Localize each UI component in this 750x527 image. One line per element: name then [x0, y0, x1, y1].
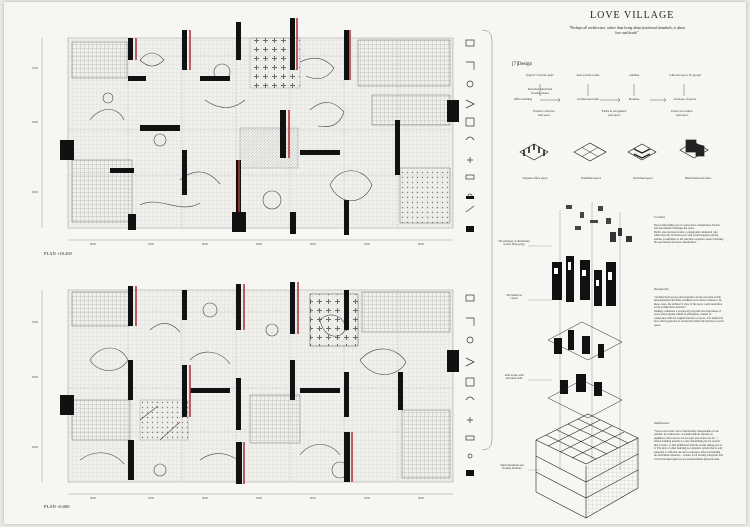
flow-step-sub: Architectural units — [576, 97, 600, 101]
text-body: "Space and events can be functionally in… — [654, 429, 723, 461]
dim-label: 9000 — [148, 496, 154, 500]
furniture-legend — [465, 39, 475, 459]
dim-label: 9000 — [32, 190, 38, 194]
flow-start: Office building — [513, 97, 533, 101]
dim-label: 9000 — [418, 242, 424, 246]
isometric-label: Deformed space — [633, 176, 653, 180]
dim-label: 9000 — [148, 242, 154, 246]
text-heading: Reciprocity — [654, 286, 669, 291]
exploded-axonometric — [528, 202, 639, 519]
isometric-label: Undefined space — [580, 176, 602, 180]
dimension-lines — [41, 38, 453, 495]
diagram-note: The envelope of disturbance (Letter Ping… — [498, 240, 530, 247]
flow-result: Exists as recognized well space — [601, 109, 627, 117]
flow-step: collective space for groups — [668, 73, 702, 77]
dim-label: 9000 — [32, 445, 38, 449]
dim-label: 5000 — [32, 320, 38, 324]
dim-label: 9000 — [90, 242, 96, 246]
dim-label: 9000 — [90, 496, 96, 500]
isometric-row — [519, 139, 709, 162]
isometric-label: Multi functional units — [684, 176, 712, 180]
text-block-corridor: Corridor Most relationships are of cours… — [654, 212, 724, 245]
dim-label: 9000 — [418, 496, 424, 500]
dim-label: 9000 — [32, 120, 38, 124]
text-block-indifference: Indifference "Space and events can be fu… — [654, 418, 724, 461]
flow-step-sub: Modules — [628, 97, 640, 101]
design-heading: [7]Design — [512, 62, 532, 67]
dim-label: 5000 — [32, 66, 38, 70]
plan-lower — [60, 282, 459, 484]
isometric-label: Original office space — [522, 176, 548, 180]
bracket-line — [481, 29, 493, 451]
flow-result: Exists as recollect well space — [671, 109, 693, 117]
dim-label: 9000 — [202, 242, 208, 246]
plan-lower-label: PLAN +6.000 — [44, 504, 70, 509]
dim-label: 9000 — [310, 496, 316, 500]
flow-step-sub: envelope of spaces — [673, 97, 697, 101]
text-heading: Corridor — [654, 214, 665, 219]
epigraph-quote: "Perhaps all architecture, rather than b… — [568, 26, 686, 35]
dim-label: 9000 — [364, 242, 370, 246]
dim-label: 9000 — [310, 242, 316, 246]
legend-solid-icons — [466, 196, 474, 476]
diagram-note: Mesh thresholds and floating furniture — [500, 464, 524, 471]
flow-step-sub: Detached functional floating planes — [527, 87, 553, 95]
flow-step: meet private nodes — [576, 73, 600, 77]
dim-label: 9000 — [202, 496, 208, 500]
text-body: "Architectural spaces and programs can a… — [654, 295, 724, 327]
text-block-reciprocity: Reciprocity "Architectural spaces and pr… — [654, 284, 724, 327]
flow-result: Existed collective well space — [533, 109, 555, 117]
flow-step: Typical "Corridor plan" — [525, 73, 555, 77]
plan-upper-label: PLAN +10.450 — [44, 251, 72, 256]
diagram-note: The habitat as a place — [506, 294, 522, 301]
dim-label: 9000 — [32, 375, 38, 379]
text-heading: Indifference — [654, 420, 670, 425]
text-body: Most relationships are of course more co… — [654, 223, 724, 245]
page-title: LOVE VILLAGE — [590, 10, 675, 21]
dim-label: 9000 — [256, 242, 262, 246]
diagram-note: Joint stories with structural units — [504, 374, 524, 381]
dim-label: 9000 — [364, 496, 370, 500]
flow-step: combine — [628, 73, 640, 77]
dim-label: 9000 — [256, 496, 262, 500]
plan-upper — [60, 18, 459, 235]
design-flow — [539, 84, 685, 103]
